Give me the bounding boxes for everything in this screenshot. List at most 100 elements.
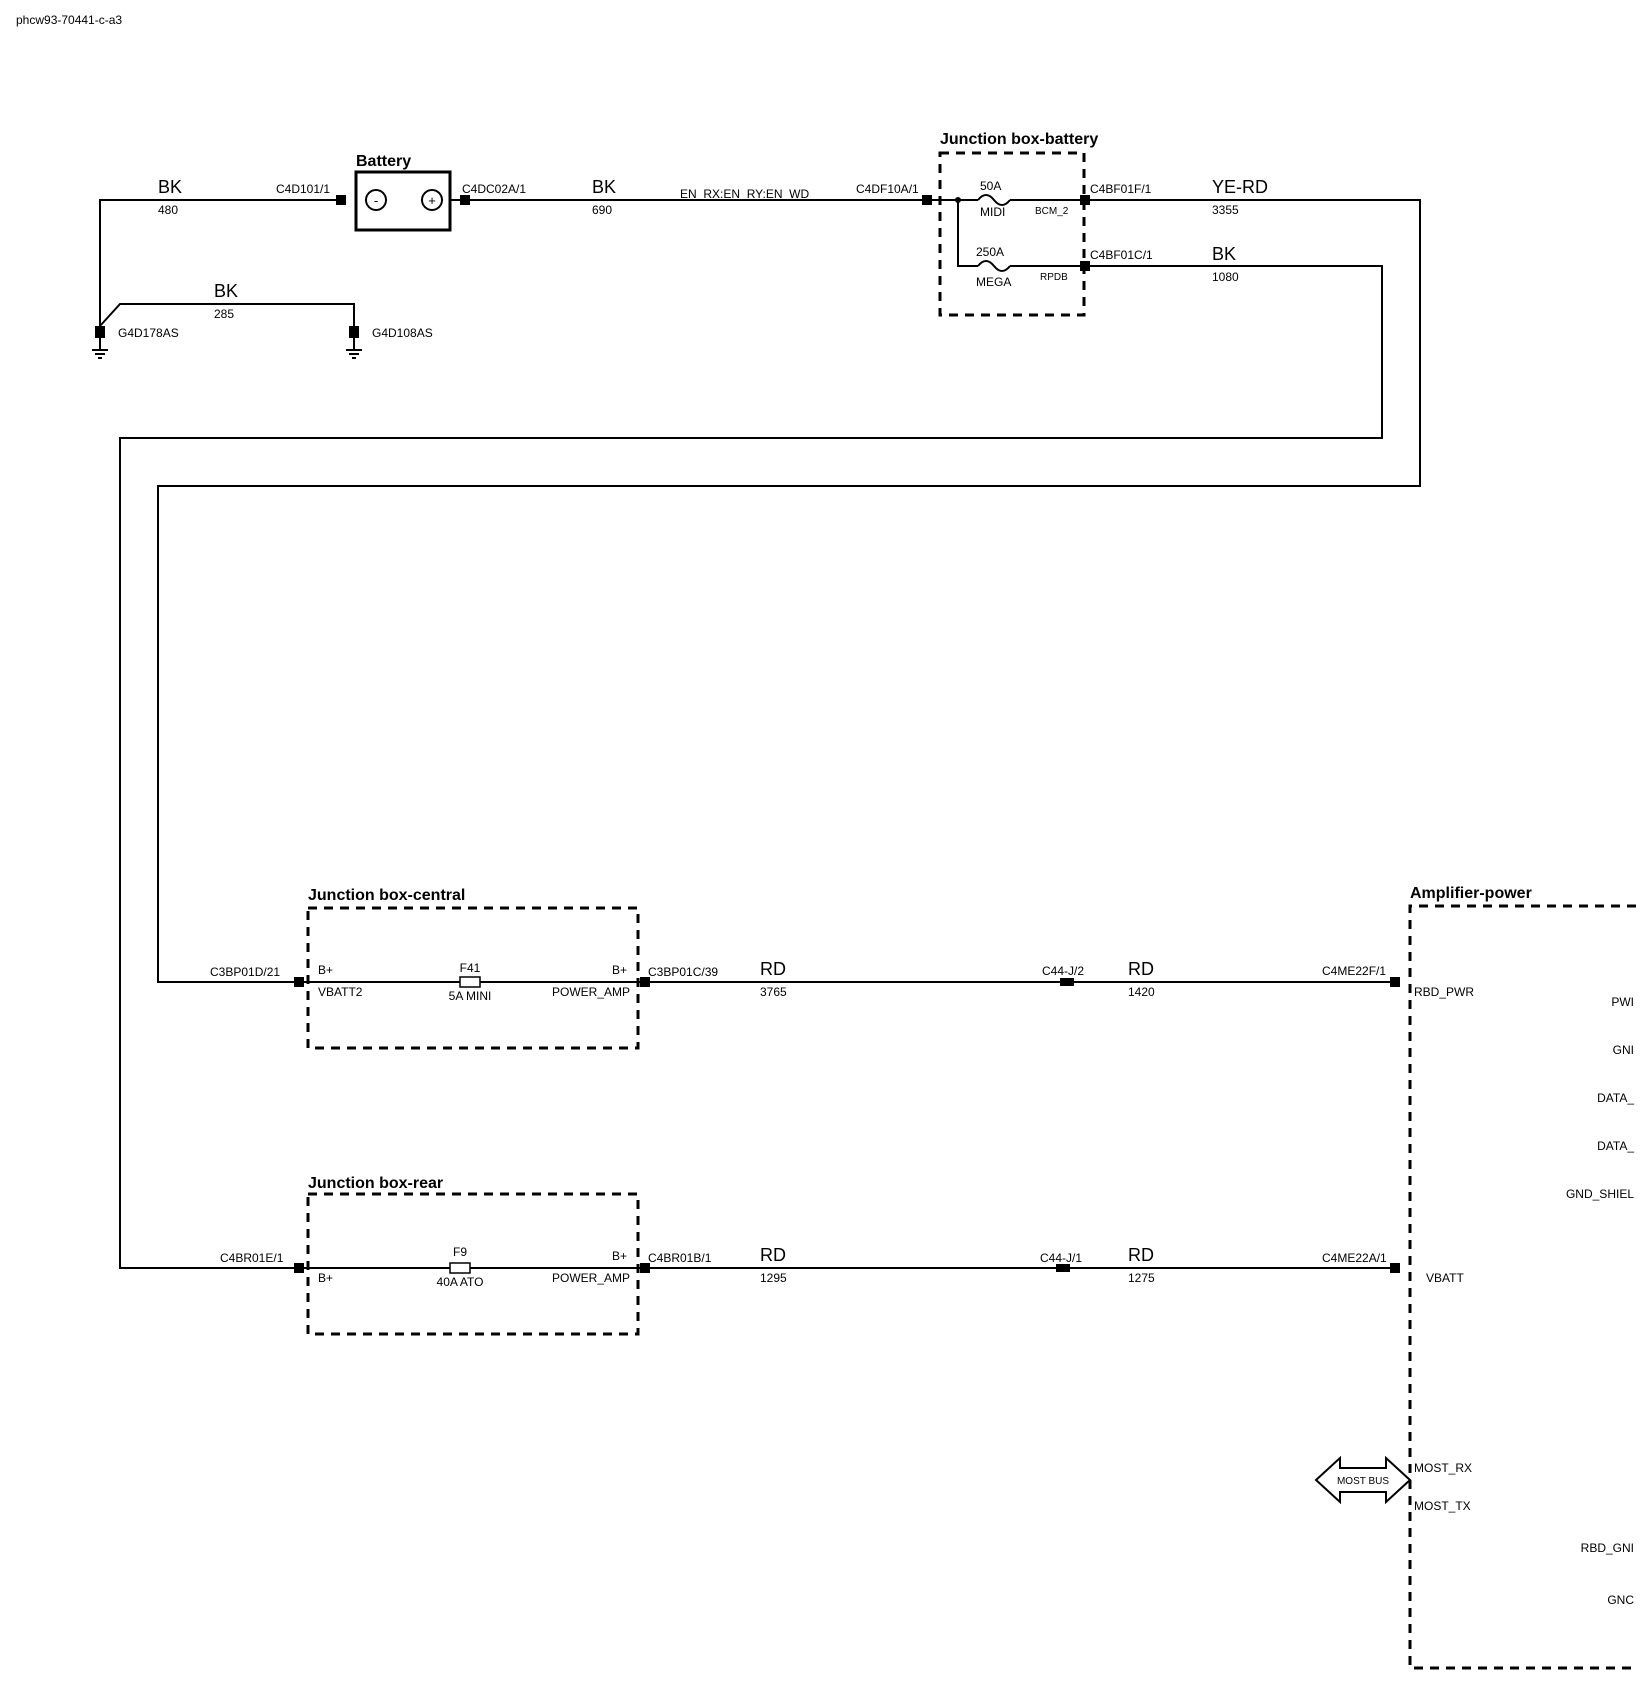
amp-pin-rbd-pwr: RBD_PWR: [1414, 985, 1474, 999]
connector-c4df10a: C4DF10A/1: [856, 182, 919, 196]
wire-480-number: 480: [158, 203, 178, 217]
amp-pin-most-tx: MOST_TX: [1414, 1499, 1471, 1513]
central-pin-in-bottom: VBATT2: [318, 985, 363, 999]
wire-285-number: 285: [214, 307, 234, 321]
ground-g4d108as: [346, 326, 362, 359]
amp-pin-pwr: PWI: [1611, 995, 1634, 1009]
connector-c4br01e: C4BR01E/1: [220, 1251, 284, 1265]
central-pin-in-top: B+: [318, 963, 333, 977]
connector-c4me22a-pin: [1390, 1263, 1400, 1273]
fuse-mega-type: MEGA: [976, 275, 1011, 289]
battery-pos-sign: +: [428, 193, 436, 208]
wire-3765-number: 3765: [760, 985, 787, 999]
connector-c3bp01d: C3BP01D/21: [210, 965, 280, 979]
wire-3355-number: 3355: [1212, 203, 1239, 217]
wire-3355: [157, 199, 1421, 983]
connector-c44-j1: C44-J/1: [1040, 1251, 1082, 1265]
amp-pin-rbd-gnd: RBD_GNI: [1581, 1541, 1634, 1555]
wire-3765-color: RD: [760, 959, 786, 979]
amp-pin-most-rx: MOST_RX: [1414, 1461, 1472, 1475]
wire-1420-number: 1420: [1128, 985, 1155, 999]
fuse-midi: [977, 194, 1011, 206]
amplifier-title: Amplifier-power: [1410, 885, 1532, 902]
connector-c4me22a: C4ME22A/1: [1322, 1251, 1387, 1265]
battery-neg-sign: -: [374, 193, 378, 208]
most-bus-label: MOST BUS: [1337, 1476, 1389, 1487]
connector-c44-j2-pin: [1060, 978, 1074, 986]
connector-c4me22f: C4ME22F/1: [1322, 964, 1386, 978]
fuse-f9-id: F9: [453, 1245, 467, 1259]
jb-rear-title: Junction box-rear: [308, 1175, 443, 1192]
ground-g4d178as: [92, 326, 108, 359]
battery-title: Battery: [356, 153, 411, 170]
wire-690-number: 690: [592, 203, 612, 217]
jb-battery-box: [938, 151, 1086, 317]
amp-pin-gnd2: GNC: [1607, 1593, 1634, 1607]
wire-480-color: BK: [158, 177, 182, 197]
connector-c3bp01c: C3BP01C/39: [648, 965, 718, 979]
fuse-f9-rating: 40A ATO: [437, 1275, 484, 1289]
amp-pin-gnd: GNI: [1613, 1043, 1634, 1057]
document-id: phcw93-70441-c-a3: [16, 13, 122, 27]
battery-body: [354, 170, 452, 232]
fuse-mega-rating: 250A: [976, 245, 1004, 259]
amp-pin-gnd-shield: GND_SHIEL: [1566, 1187, 1634, 1201]
connector-c4bf01f-pin: [1080, 195, 1090, 205]
fuse-midi-out: BCM_2: [1035, 206, 1069, 217]
wire-1080-color: BK: [1212, 244, 1236, 264]
connector-c44-j2: C44-J/2: [1042, 964, 1084, 978]
amp-pin-data2: DATA_: [1597, 1139, 1634, 1153]
wire-1080-number: 1080: [1212, 270, 1239, 284]
connector-c44-j1-pin: [1056, 1264, 1070, 1272]
connector-c4bf01c: C4BF01C/1: [1090, 248, 1153, 262]
wire-1080: [119, 265, 1383, 1269]
fuse-mega: [977, 260, 1011, 272]
amp-pin-vbatt: VBATT: [1426, 1271, 1464, 1285]
wire-1295-color: RD: [760, 1245, 786, 1265]
ground-g4d108as-label: G4D108AS: [372, 326, 433, 340]
fuse-mega-out: RPDB: [1040, 272, 1068, 283]
ground-g4d178as-label: G4D178AS: [118, 326, 179, 340]
fuse-midi-rating: 50A: [980, 179, 1001, 193]
connector-c4bf01c-pin: [1080, 261, 1090, 271]
fuse-f9: [449, 1262, 471, 1274]
connector-c4df10a-pin: [922, 195, 932, 205]
connector-c4br01e-pin: [294, 1263, 304, 1273]
fuse-f41-id: F41: [460, 961, 481, 975]
fuse-f41-rating: 5A MINI: [449, 989, 492, 1003]
rear-pin-out-top: B+: [612, 1249, 627, 1263]
battery-positive-terminal: [421, 189, 443, 211]
jb-battery-title: Junction box-battery: [940, 131, 1098, 148]
jb-rear-box: [306, 1192, 640, 1336]
wire-690-color: BK: [592, 177, 616, 197]
wire-285-color: BK: [214, 281, 238, 301]
fuse-midi-type: MIDI: [980, 205, 1005, 219]
wire-1420-color: RD: [1128, 959, 1154, 979]
wire-285: [99, 303, 355, 327]
jb-central-box: [306, 906, 640, 1050]
fuse-f41: [459, 976, 481, 988]
connector-c4d101-pin: [336, 195, 346, 205]
connector-c3bp01d-pin: [294, 977, 304, 987]
connector-c4bf01f: C4BF01F/1: [1090, 182, 1152, 196]
rear-pin-out-bottom: POWER_AMP: [552, 1271, 630, 1285]
jb-central-title: Junction box-central: [308, 887, 465, 904]
wire-1295-number: 1295: [760, 1271, 787, 1285]
wire-1275-number: 1275: [1128, 1271, 1155, 1285]
battery-negative-terminal: [365, 189, 387, 211]
wire-1275-color: RD: [1128, 1245, 1154, 1265]
central-pin-out-top: B+: [612, 963, 627, 977]
rear-pin-in: B+: [318, 1271, 333, 1285]
wire-480: [99, 199, 346, 326]
amplifier-box: [1408, 904, 1636, 1670]
connector-c4br01b-pin: [640, 1263, 650, 1273]
connector-c4me22f-pin: [1390, 977, 1400, 987]
most-bus-arrow: MOST BUS: [1314, 1455, 1412, 1505]
connector-c4d101: C4D101/1: [276, 182, 330, 196]
net-label: EN_RX:EN_RY:EN_WD: [680, 187, 809, 201]
connector-c4br01b: C4BR01B/1: [648, 1251, 712, 1265]
amp-pin-data1: DATA_: [1597, 1091, 1634, 1105]
wire-3355-color: YE-RD: [1212, 177, 1268, 197]
central-pin-out-bottom: POWER_AMP: [552, 985, 630, 999]
